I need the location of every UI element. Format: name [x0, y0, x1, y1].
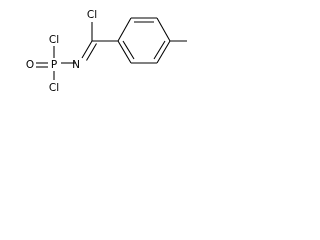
bonds: [36, 17, 187, 80]
c-n-double-bond-line-1: [81, 40, 93, 59]
ring-bond-1: [117, 17, 132, 42]
atom-cl-p-top: Cl: [49, 34, 59, 46]
chemical-structure-diagram: Cl N P O Cl Cl: [26, 9, 187, 94]
atom-cl-imidoyl: Cl: [87, 9, 97, 21]
atom-n-imine: N: [72, 59, 80, 71]
atom-cl-p-bottom: Cl: [49, 82, 59, 94]
atom-o-phosphoryl: O: [26, 59, 34, 71]
atom-labels: Cl N P O Cl Cl: [26, 9, 97, 94]
atom-p-center: P: [51, 59, 57, 71]
ring-bond-4: [156, 40, 171, 64]
c-n-double-bond-line-2: [86, 43, 97, 61]
ring-inner-line-2: [153, 40, 166, 60]
ring-bond-6: [117, 40, 132, 64]
ring-bond-3: [156, 17, 171, 42]
ring-inner-line-3: [122, 40, 135, 60]
